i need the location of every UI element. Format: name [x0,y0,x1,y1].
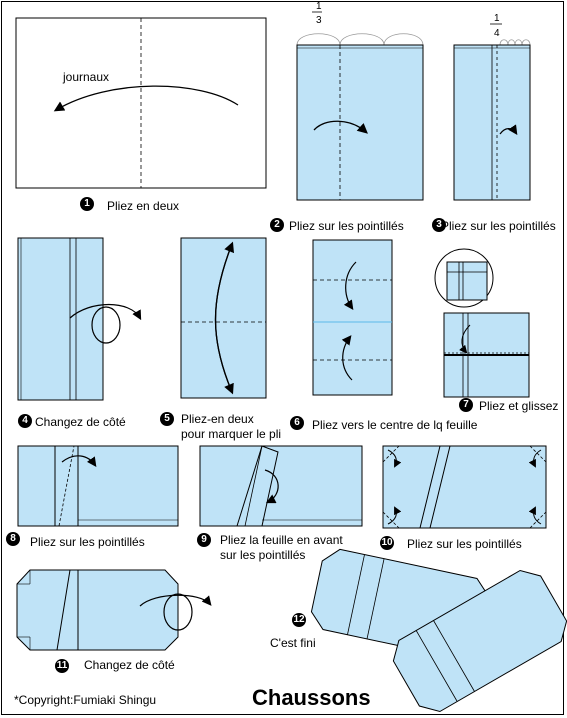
step9-caption: Pliez la feuille en avant [220,533,343,547]
step12-caption: C'est fini [270,636,316,650]
step11-caption: Changez de côté [84,658,175,672]
step2-paper [296,44,424,201]
step10-caption: Pliez sur les pointillés [407,537,522,551]
step-number: 2 [270,218,284,232]
step7-diagram [434,248,530,398]
step5-paper [180,237,267,399]
page-title: Chaussons [252,685,371,710]
step6-paper [312,239,393,396]
copyright-text: *Copyright:Fumiaki Shingu [14,693,157,707]
step5-caption-line2: pour marquer le pli [181,427,282,441]
step11-diagram [16,569,212,651]
step11-paper [16,569,179,651]
step-number: 1 [80,197,94,211]
step10-paper [382,445,547,529]
step12-diagram [310,548,567,713]
step-number: 9 [197,533,211,547]
step4-diagram [17,237,142,401]
step5-diagram [180,237,267,399]
step6-diagram [312,239,393,396]
step-number: 11 [55,659,69,673]
step-number: 12 [292,613,306,627]
step9-paper [199,445,363,527]
step8-diagram [17,445,179,527]
step1-diagram: journaux [15,17,267,189]
fraction-third-num: 1 [316,1,322,12]
step9-diagram [199,445,363,527]
step2-diagram: 1 3 [296,1,424,201]
step8-caption: Pliez sur les pointillés [30,535,145,549]
step10-diagram [382,445,547,529]
journaux-label: journaux [62,70,109,84]
step4-turn-loop [91,306,121,344]
slipper-right [392,569,567,713]
step1-caption: Pliez en deux [107,199,180,213]
step2-caption: Pliez sur les pointillés [289,219,404,233]
step2-thirds-arcs [296,33,424,46]
step3-caption: Pliez sur les pointillés [441,219,556,233]
step6-caption: Pliez vers le centre de lq feuille [312,418,478,432]
step3-arrow [499,124,518,135]
fraction-third-den: 3 [316,15,322,26]
step1-fold-arrow [53,85,239,112]
step-number: 5 [160,412,174,426]
fraction-quarter-num: 1 [494,13,500,24]
step8-paper [17,445,179,527]
fraction-quarter-den: 4 [494,28,500,39]
step-number: 10 [380,536,394,550]
step-number: 7 [459,398,473,412]
step-number: 4 [18,414,32,428]
step4-paper [17,237,104,401]
step9-caption-line2: sur les pointillés [220,548,306,562]
step3-diagram: 1 4 [453,13,531,201]
step-number: 8 [6,532,20,546]
step7-caption: Pliez et glissez [479,399,559,413]
step5-caption: Pliez-en deux [181,412,254,426]
step4-caption: Changez de côté [35,415,126,429]
step-number: 3 [432,218,446,232]
step2-arrow [313,120,368,134]
step-number: 6 [290,416,304,430]
